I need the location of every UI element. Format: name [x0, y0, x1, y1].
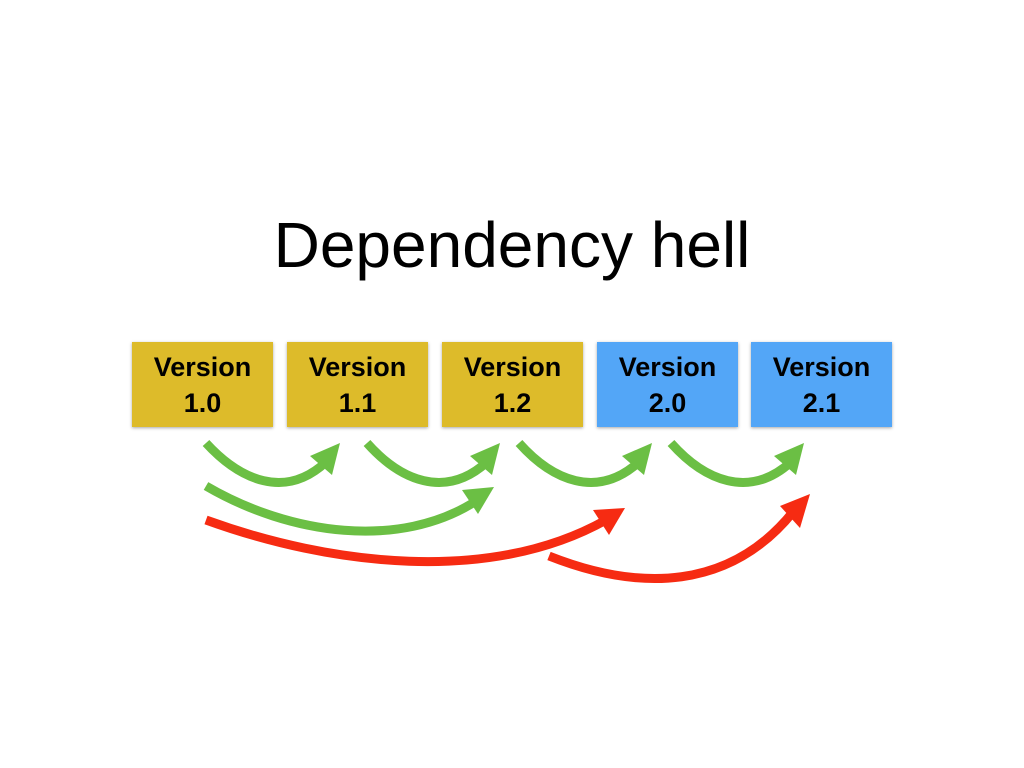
arrow-1-2-to-2-1	[547, 494, 810, 583]
arrow-2-0-to-2-1	[667, 440, 804, 487]
version-box-2-0: Version 2.0	[597, 342, 738, 427]
version-label: Version	[618, 351, 717, 382]
arrow-1-2-to-2-0	[515, 440, 652, 487]
version-number: 1.2	[493, 387, 532, 418]
version-label: Version	[308, 351, 407, 382]
version-label: Version	[463, 351, 562, 382]
version-label: Version	[772, 351, 871, 382]
version-box-1-0: Version 1.0	[132, 342, 273, 427]
version-box-1-1: Version 1.1	[287, 342, 428, 427]
slide-title: Dependency hell	[273, 209, 751, 281]
version-box-2-1: Version 2.1	[751, 342, 892, 427]
version-label: Version	[153, 351, 252, 382]
version-number: 1.1	[338, 387, 377, 418]
arrow-1-1-to-1-2	[363, 440, 500, 487]
version-number: 2.1	[802, 387, 841, 418]
arrow-1-0-to-1-2	[203, 482, 494, 536]
version-box-1-2: Version 1.2	[442, 342, 583, 427]
version-number: 1.0	[183, 387, 222, 418]
arrow-1-0-to-1-1	[202, 439, 340, 487]
version-number: 2.0	[648, 387, 687, 418]
arrow-1-0-to-2-0	[204, 508, 625, 567]
